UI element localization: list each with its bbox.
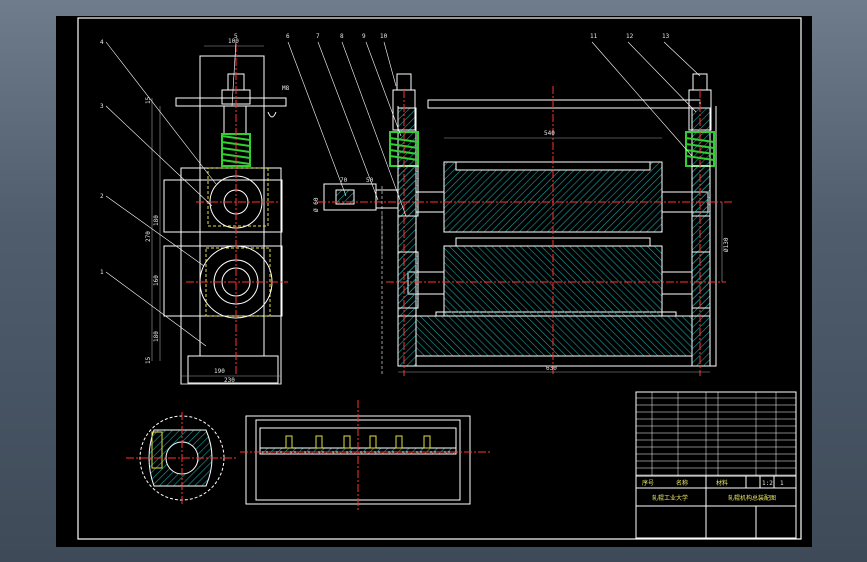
scale: 1:2 <box>762 480 773 487</box>
dim-h5: 180 <box>153 331 160 342</box>
part-number-10: 10 <box>380 33 388 40</box>
part-number-6: 6 <box>286 33 290 40</box>
dim-h1: 15 <box>145 96 152 104</box>
dim-bolt-note: M8 <box>282 85 290 92</box>
dim-overall-length: 630 <box>546 365 557 372</box>
dim-key: 50 <box>366 177 374 184</box>
part-number-4: 4 <box>100 39 104 46</box>
part-number-8: 8 <box>340 33 344 40</box>
part-number-1: 1 <box>100 269 104 276</box>
dim-shaft-len: 70 <box>340 177 348 184</box>
dim-roll-dia: Ø130 <box>723 237 730 252</box>
part-number-9: 9 <box>362 33 366 40</box>
dim-h2: 180 <box>153 215 160 226</box>
side-frame <box>180 167 282 385</box>
svg-text:名称: 名称 <box>676 479 688 487</box>
front-view <box>318 73 732 376</box>
dim-shaft-note: Ø 60 <box>313 197 320 212</box>
part-number-2: 2 <box>100 193 104 200</box>
dim-top-width: 100 <box>228 38 239 45</box>
dim-roll-length: 540 <box>544 130 555 137</box>
top-view-strip <box>240 400 492 510</box>
part-number-3: 3 <box>100 103 104 110</box>
part-number-13: 13 <box>662 33 670 40</box>
detail-section <box>126 412 238 506</box>
dim-h3: 270 <box>145 231 152 242</box>
dim-base-outer: 230 <box>224 377 235 384</box>
leader-lines <box>105 41 701 347</box>
svg-text:序号: 序号 <box>642 479 654 487</box>
sheet-number: 1 <box>780 480 784 487</box>
svg-text:材料: 材料 <box>716 479 728 487</box>
dim-h4: 160 <box>153 275 160 286</box>
part-number-11: 11 <box>590 33 598 40</box>
side-view <box>151 44 288 385</box>
dim-h6: 15 <box>145 356 152 364</box>
company-name: 轧辊工业大学 <box>652 494 688 502</box>
title-block: 序号 名称 材料 轧辊工业大学 轧辊机构总装配图 1:2 1 <box>635 391 797 539</box>
border-frame <box>77 17 802 540</box>
part-number-12: 12 <box>626 33 634 40</box>
drawing-title: 轧辊机构总装配图 <box>728 494 776 502</box>
part-number-7: 7 <box>316 33 320 40</box>
part-number-5: 5 <box>234 33 238 40</box>
dim-base-inner: 190 <box>214 368 225 375</box>
